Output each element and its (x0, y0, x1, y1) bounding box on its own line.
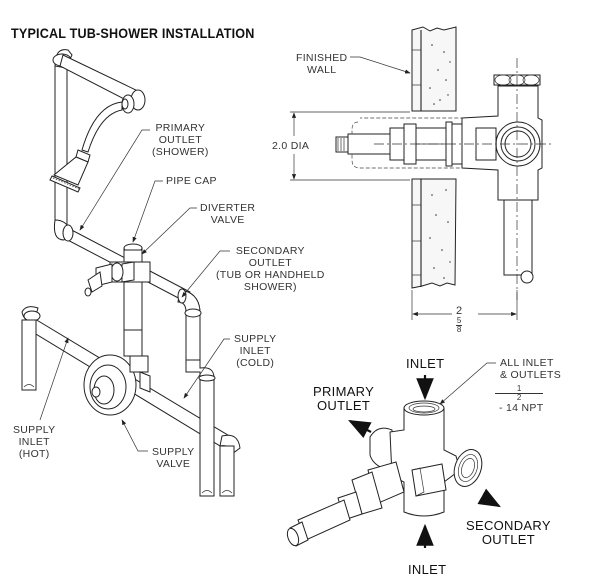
leader-diverter-valve (141, 207, 197, 255)
leader-supply-valve (121, 419, 148, 452)
label-diverter-valve: DIVERTER VALVE (200, 202, 256, 226)
label-finished-wall: FINISHED WALL (296, 52, 348, 76)
supply-valve-icon (83, 354, 151, 416)
label-supply-inlet-hot: SUPPLY INLET (HOT) (13, 424, 56, 460)
label-supply-valve: SUPPLY VALVE (152, 446, 195, 470)
valve-detail-stem (286, 461, 405, 547)
secondary-outlet-elbow (177, 288, 202, 361)
label-inlet-top: INLET (406, 356, 445, 371)
leader-supply-inlet-hot (39, 337, 69, 421)
leader-supply-inlet-cold (183, 338, 230, 399)
supply-riser-pipe (123, 329, 143, 357)
arrow-primary-outlet (348, 419, 372, 438)
cold-supply-elbow (185, 359, 216, 497)
shower-arm-pipe (59, 54, 146, 114)
label-secondary-outlet: SECONDARY OUTLET (TUB OR HANDHELD SHOWER… (216, 245, 325, 293)
valve-cartridge-section (335, 117, 469, 169)
valve-body-section (374, 58, 552, 300)
shower-riser-pipe (52, 49, 73, 226)
leader-thread-note (439, 362, 496, 405)
depth-dimension (411, 290, 518, 320)
leader-pipe-cap (132, 180, 163, 243)
label-inlet-bottom: INLET (408, 562, 447, 577)
leader-primary-outlet (79, 129, 150, 231)
finished-wall-upper (411, 26, 457, 112)
leader-finished-wall (350, 56, 411, 74)
finished-wall-lower (411, 178, 457, 289)
label-pipe-cap: PIPE CAP (166, 175, 217, 187)
diagram-title: TYPICAL TUB-SHOWER INSTALLATION (11, 25, 255, 41)
leader-secondary-outlet (181, 250, 230, 298)
hot-supply-elbow (219, 434, 241, 497)
diverter-cross-pipe (53, 219, 191, 303)
label-thread-note: ALL INLET & OUTLETS (500, 357, 562, 381)
diverter-valve-body (84, 243, 151, 331)
arrow-secondary-outlet (477, 488, 501, 508)
shower-head-icon (49, 101, 123, 193)
label-diameter: 2.0 DIA (272, 140, 310, 152)
label-primary-outlet-detail: PRIMARY OUTLET (313, 384, 375, 413)
label-supply-inlet-cold: SUPPLY INLET (COLD) (234, 333, 277, 369)
label-secondary-outlet-detail: SECONDARY OUTLET (466, 518, 551, 547)
diameter-dimension (290, 111, 410, 181)
label-primary-outlet: PRIMARY OUTLET (SHOWER) (152, 122, 209, 158)
valve-detail-body (369, 400, 483, 517)
